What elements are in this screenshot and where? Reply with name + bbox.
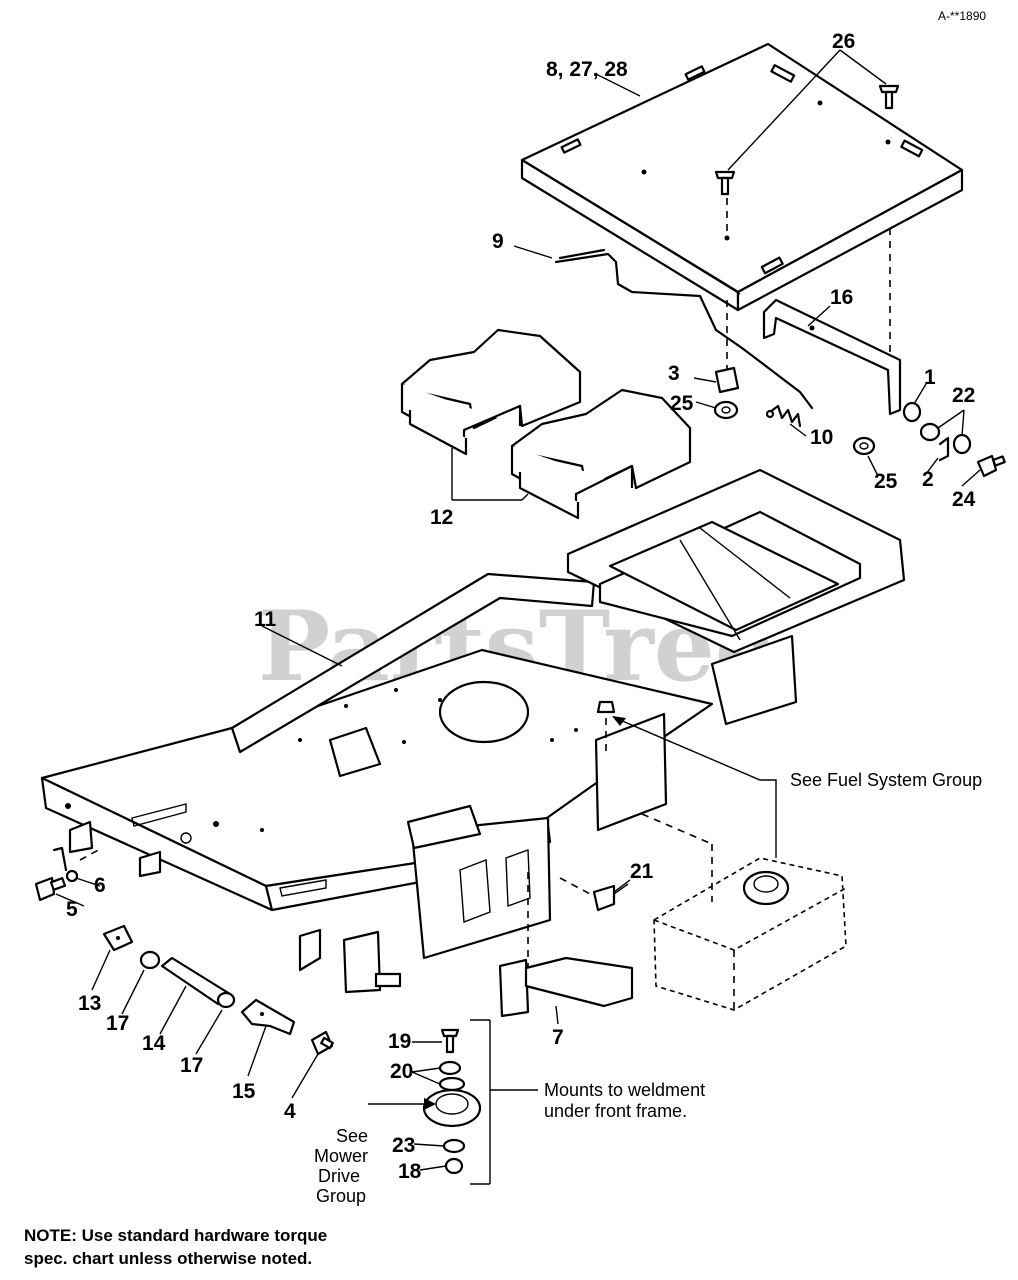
callout-9: 9: [492, 230, 504, 253]
callout-5: 5: [66, 898, 78, 921]
callout-16: 16: [830, 286, 853, 309]
annotations: See Fuel System Group Mounts to weldment…: [314, 770, 982, 1206]
torque-note-line2: spec. chart unless otherwise noted.: [24, 1249, 313, 1268]
seat-rod: [554, 252, 814, 410]
callout-13: 13: [78, 992, 101, 1015]
frame-hardware: [34, 846, 79, 902]
torque-note: NOTE: Use standard hardware torque spec.…: [24, 1224, 327, 1270]
callout-25b: 25: [874, 470, 898, 493]
callout-11: 11: [254, 608, 277, 631]
callout-23: 23: [392, 1134, 415, 1157]
callout-19: 19: [388, 1030, 411, 1053]
front-pivot-parts: [102, 924, 334, 1056]
see-mower-line4: Group: [316, 1186, 366, 1206]
seat-hardware: [713, 366, 1006, 478]
callout-22: 22: [952, 384, 975, 407]
seat-bracket: [762, 298, 902, 416]
main-frame: [40, 468, 906, 994]
torque-note-line1: NOTE: Use standard hardware torque: [24, 1226, 328, 1245]
callout-18: 18: [398, 1160, 422, 1183]
callout-15: 15: [232, 1080, 256, 1103]
callout-1: 1: [924, 366, 936, 389]
figure-id: A-**1890: [938, 9, 986, 23]
bolt-21: [592, 884, 616, 912]
fuel-system-note: See Fuel System Group: [790, 770, 982, 790]
callout-25a: 25: [670, 392, 694, 415]
see-mower-line3: Drive: [318, 1166, 360, 1186]
fuel-tank-bracket: [498, 956, 634, 1018]
callout-2: 2: [922, 468, 934, 491]
callout-10: 10: [810, 426, 833, 449]
callout-17a: 17: [106, 1012, 129, 1035]
callout-6: 6: [94, 874, 106, 897]
see-mower-line2: Mower: [314, 1146, 368, 1166]
seat-pan: [520, 42, 964, 312]
mower-drive-gear: [368, 1019, 538, 1185]
callout-21: 21: [630, 860, 654, 883]
callout-20: 20: [390, 1060, 413, 1083]
mounts-note-line2: under front frame.: [544, 1101, 687, 1121]
leader-lines: [55, 73, 981, 1171]
seat-cushions: [400, 328, 692, 520]
callout-3: 3: [668, 362, 680, 385]
frame-bolt: [596, 700, 616, 714]
callout-7: 7: [552, 1026, 564, 1049]
mounts-note-line1: Mounts to weldment: [544, 1080, 705, 1100]
seat-bolt-26: [714, 49, 900, 196]
callout-12: 12: [430, 506, 453, 529]
callout-26: 26: [832, 30, 855, 53]
fuel-system-leader: [619, 719, 777, 858]
callout-17b: 17: [180, 1054, 203, 1077]
see-mower-line1: See: [336, 1126, 368, 1146]
fuel-tank: [653, 857, 847, 1012]
callout-8-27-28: 8, 27, 28: [546, 58, 628, 81]
callout-numbers: 1 2 3 4 5 6 7 8, 27, 28 9 10 11 12 13 14…: [66, 30, 976, 1183]
callout-14: 14: [142, 1032, 166, 1055]
callout-4: 4: [284, 1100, 296, 1123]
callout-24: 24: [952, 488, 976, 511]
